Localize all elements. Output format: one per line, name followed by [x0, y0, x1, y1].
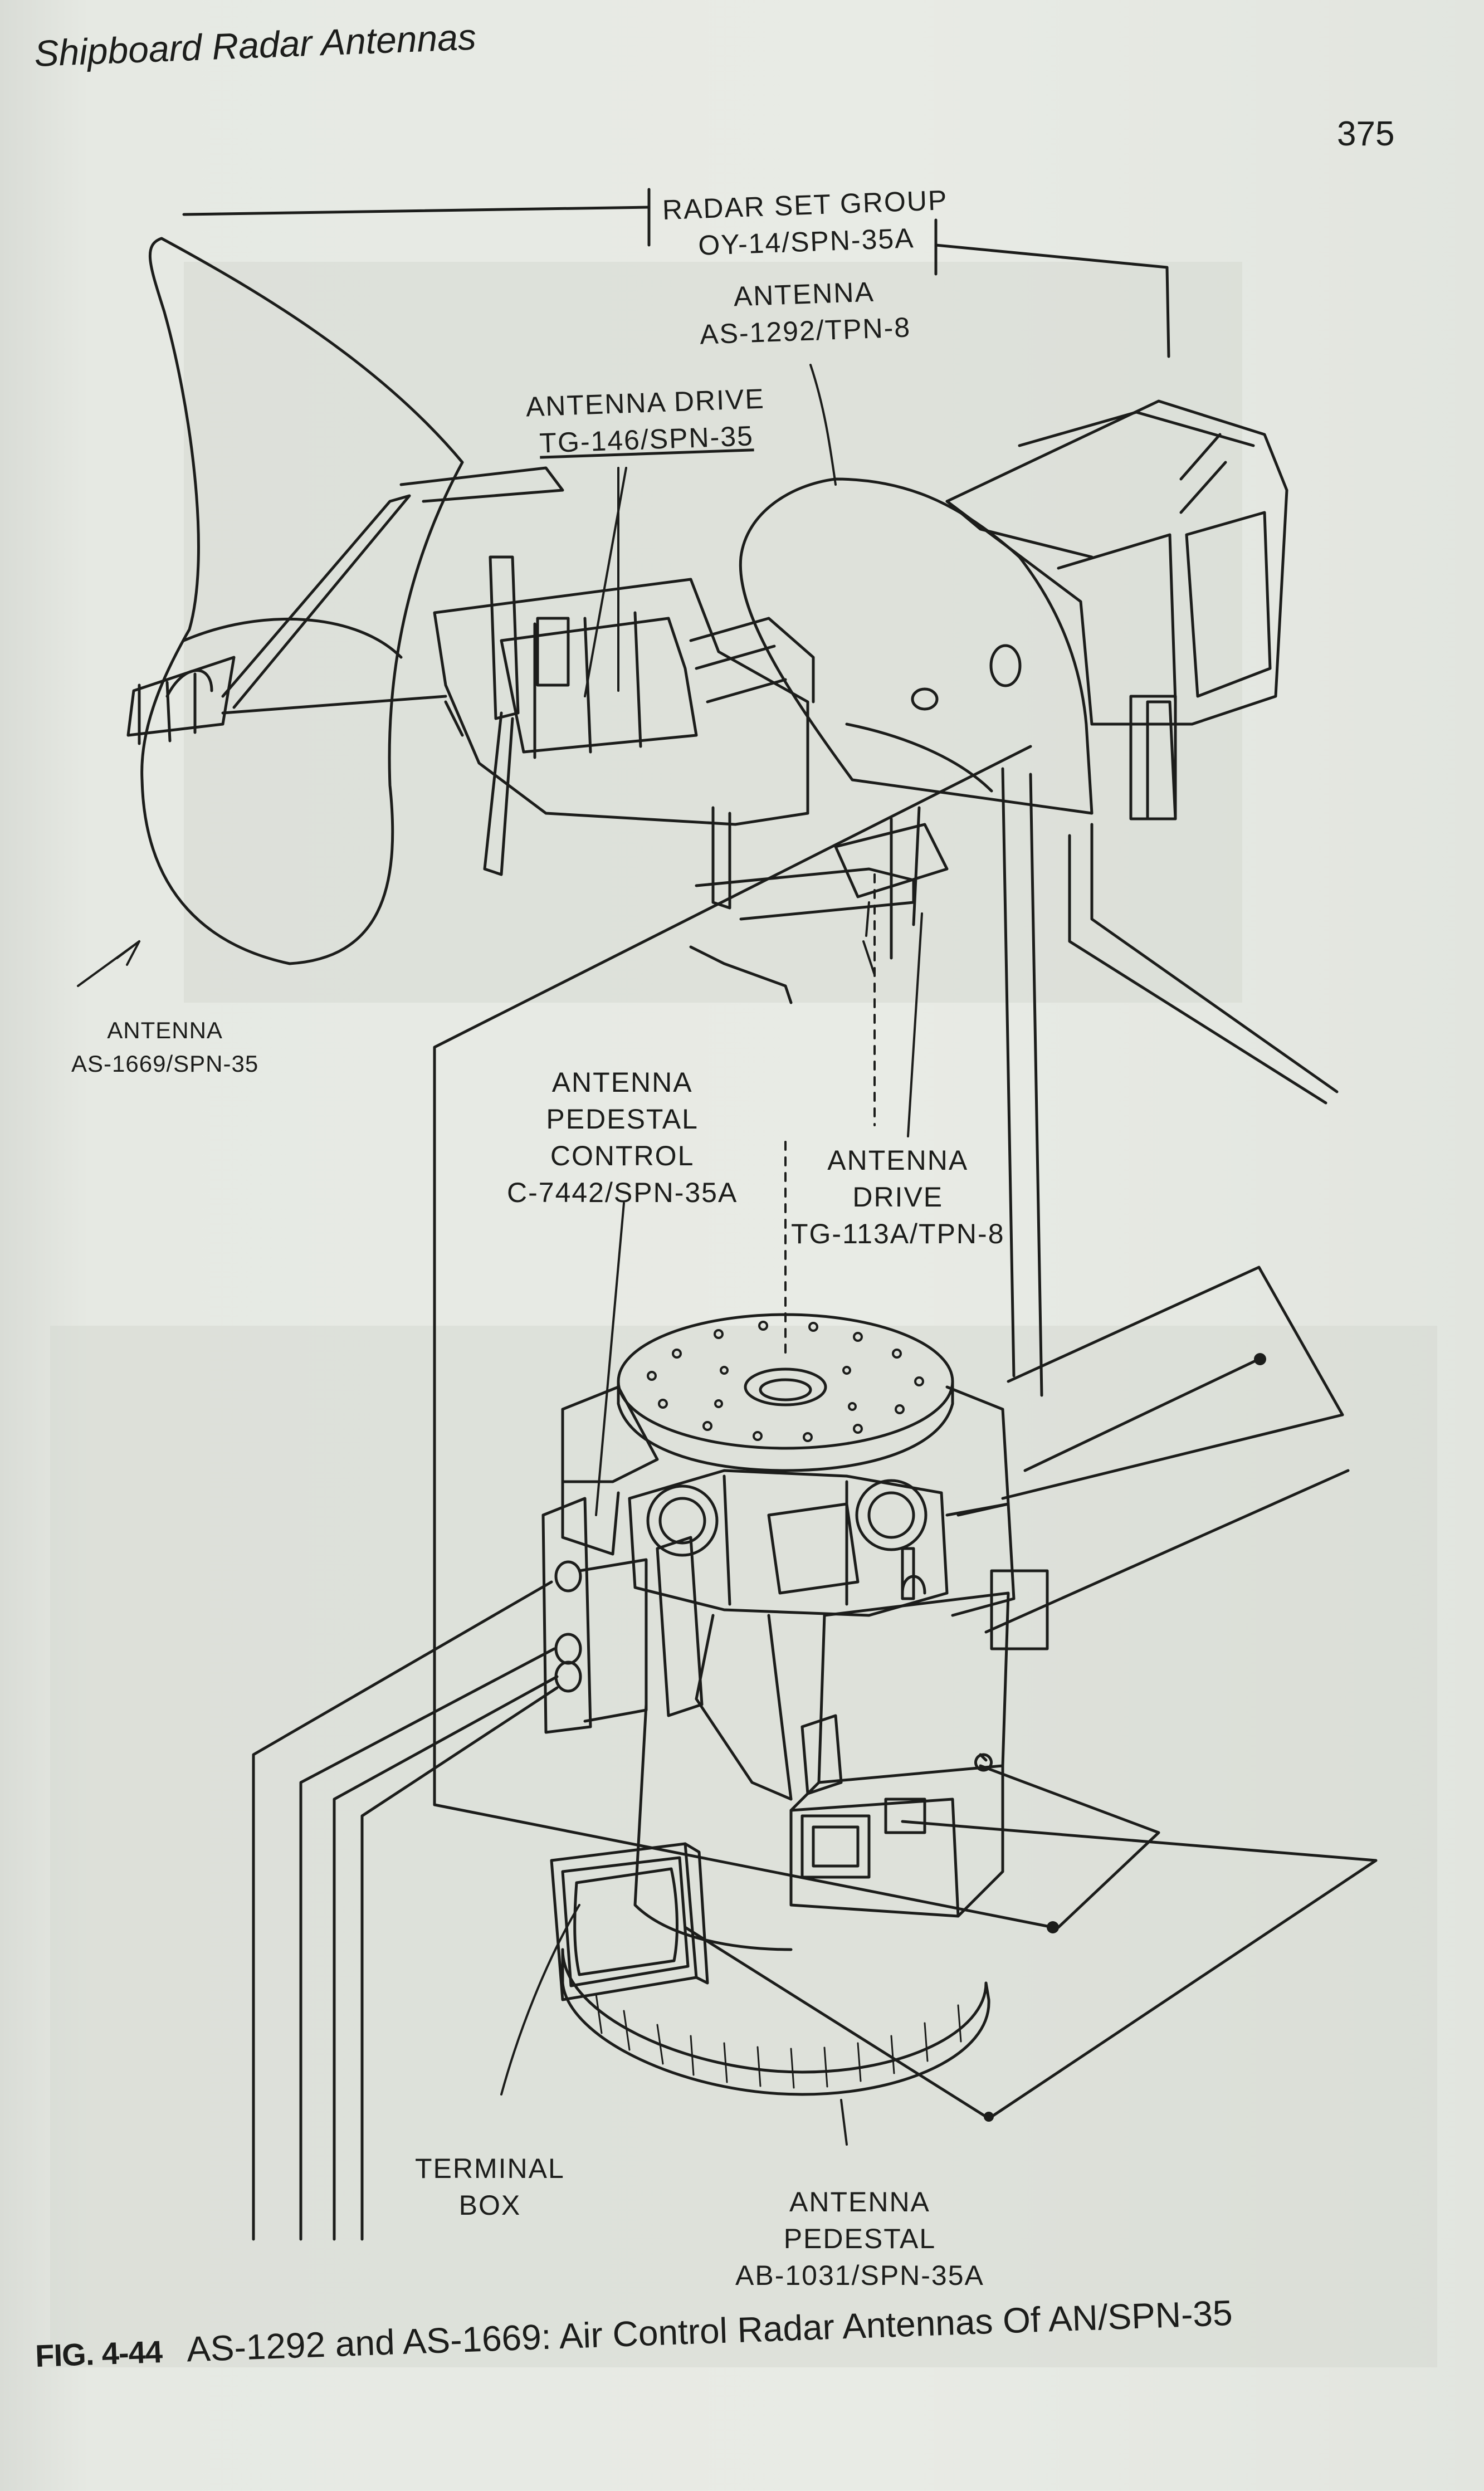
- radar-set-group-bracket: [182, 188, 1170, 358]
- label-antenna-as-1669: ANTENNA AS-1669/SPN-35: [71, 1017, 259, 1077]
- ab-1031-pedestal: [541, 1313, 1049, 2096]
- cable-runs-lower: [252, 1266, 1378, 2241]
- as-1669-reflector: [126, 237, 564, 965]
- label-radar-set-group: RADAR SET GROUP OY-14/SPN-35A: [662, 184, 949, 261]
- page-number: 375: [1337, 115, 1395, 153]
- tg-146-antenna-drive: [433, 555, 949, 1004]
- label-antenna-pedestal: ANTENNA PEDESTAL AB-1031/SPN-35A: [735, 2186, 984, 2291]
- label-antenna-pedestal-control: ANTENNA PEDESTAL CONTROL C-7442/SPN-35A: [507, 1067, 738, 1208]
- tg-113a-drive-housing: [945, 399, 1288, 820]
- label-antenna-drive-tg-113a: ANTENNA DRIVE TG-113A/TPN-8: [791, 1145, 1005, 1249]
- bleed-through-shading: [50, 262, 1437, 2367]
- cable-runs-upper: [433, 745, 1339, 1806]
- label-antenna-as-1292: ANTENNA AS-1292/TPN-8: [699, 276, 911, 350]
- label-terminal-box: TERMINAL BOX: [415, 2153, 565, 2221]
- figure-number: FIG. 4-44: [35, 2334, 163, 2373]
- label-antenna-drive-tg-146: ANTENNA DRIVE TG-146/SPN-35: [525, 383, 765, 459]
